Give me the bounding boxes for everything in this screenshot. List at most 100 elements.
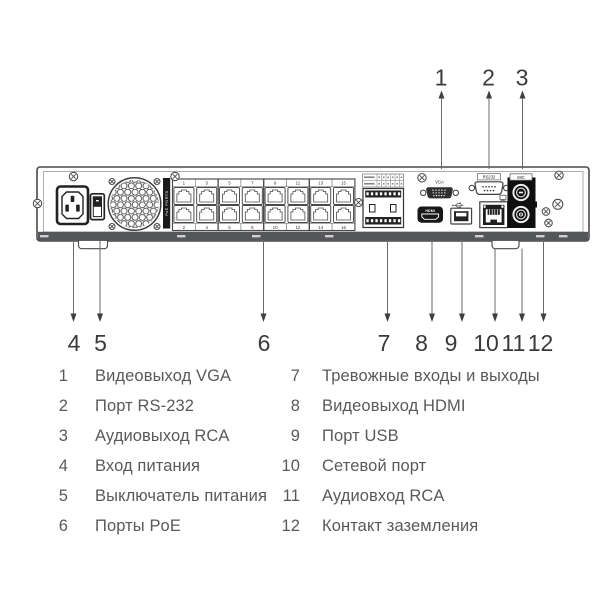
screw xyxy=(108,177,116,186)
ground-contact xyxy=(541,207,553,228)
callout-number-12: 12 xyxy=(528,330,554,356)
callout-8: 8 xyxy=(415,240,435,356)
network-port xyxy=(479,194,509,229)
rca-audio-in xyxy=(512,205,530,224)
legend-item-3: 3 Аудиовыход RCA xyxy=(0,421,267,451)
poe-ports-label: PoE PORTS xyxy=(164,191,169,216)
legend-number: 7 xyxy=(290,367,300,385)
hdmi-label: HDMI xyxy=(425,209,435,213)
legend-item-12: 12 Контакт заземления xyxy=(262,511,540,541)
mic-label: MIC xyxy=(517,175,525,180)
callout-11: 11 xyxy=(502,248,526,356)
screw xyxy=(554,170,564,181)
callout-1: 1 xyxy=(435,65,448,169)
svg-text:10: 10 xyxy=(273,225,278,230)
screw xyxy=(153,222,161,231)
svg-text:15: 15 xyxy=(341,181,346,186)
vga-pins xyxy=(432,189,446,197)
callout-number-9: 9 xyxy=(445,330,458,356)
screw xyxy=(68,171,79,182)
legend-number: 3 xyxy=(58,427,68,445)
legend-number: 6 xyxy=(58,517,68,535)
poe-ports xyxy=(173,187,354,223)
alarm-terminal-block xyxy=(362,173,405,229)
legend-label: Видеовыход VGA xyxy=(95,367,232,385)
svg-text:7: 7 xyxy=(251,181,254,186)
screw xyxy=(353,197,364,208)
callout-9: 9 xyxy=(445,240,465,356)
callout-number-7: 7 xyxy=(378,330,391,356)
vga-label: VGA xyxy=(435,180,444,185)
callout-number-4: 4 xyxy=(68,330,81,356)
legend-item-8: 8 Видеовыход HDMI xyxy=(262,391,540,421)
callout-number-10: 10 xyxy=(473,330,499,356)
legend-label: Контакт заземления xyxy=(322,517,479,535)
poe-ports-label-strip xyxy=(163,178,171,229)
callout-number-1: 1 xyxy=(435,65,448,91)
svg-text:9: 9 xyxy=(274,181,277,186)
legend-item-1: 1 Видеовыход VGA xyxy=(0,361,267,391)
callout-number-5: 5 xyxy=(94,330,107,356)
legend-number: 2 xyxy=(58,397,68,415)
svg-text:14: 14 xyxy=(318,225,323,230)
rs232-pins xyxy=(482,186,496,192)
bottom-rail xyxy=(38,231,588,241)
cooling-fan xyxy=(107,176,162,232)
terminal-screws xyxy=(366,192,401,223)
vga-port: VGA xyxy=(420,180,459,199)
callout-3: 3 xyxy=(516,65,529,169)
svg-text:6: 6 xyxy=(228,225,231,230)
power-switch xyxy=(89,192,106,221)
callout-number-11: 11 xyxy=(502,330,526,356)
lan-icon xyxy=(499,194,507,202)
legend-number: 9 xyxy=(290,427,300,445)
rs232-label: RS232 xyxy=(483,175,496,180)
callout-number-2: 2 xyxy=(482,65,495,91)
legend-number: 8 xyxy=(290,397,300,415)
svg-text:4: 4 xyxy=(205,225,208,230)
screw xyxy=(108,222,116,231)
screw xyxy=(153,177,161,186)
ground-screw xyxy=(541,207,551,216)
callout-number-6: 6 xyxy=(258,330,271,356)
callout-7: 7 xyxy=(378,240,391,356)
callout-5: 5 xyxy=(94,240,107,356)
legend-number: 10 xyxy=(281,457,300,475)
legend-label: Видеовыход HDMI xyxy=(322,397,466,415)
callout-number-3: 3 xyxy=(516,65,529,91)
legend-label: Вход питания xyxy=(95,457,201,475)
usb-port xyxy=(450,202,473,225)
svg-text:13: 13 xyxy=(318,181,323,186)
legend-number: 1 xyxy=(58,367,68,385)
legend-number: 12 xyxy=(281,517,300,535)
terminal-label-marks xyxy=(364,176,403,185)
screw xyxy=(32,198,43,209)
legend-label: Сетевой порт xyxy=(322,457,427,475)
rca-audio-out xyxy=(512,183,530,202)
power-inlet xyxy=(55,185,90,226)
usb-icon xyxy=(452,202,464,208)
ground-screw xyxy=(544,218,553,228)
legend-column-right: 7 Тревожные входы и выходы 8 Видеовыход HD… xyxy=(262,361,540,541)
callout-2: 2 xyxy=(482,65,495,169)
hdmi-port: HDMI xyxy=(417,206,443,223)
svg-text:12: 12 xyxy=(295,225,300,230)
legend-label: Выключатель питания xyxy=(95,487,267,505)
svg-text:1: 1 xyxy=(183,181,186,186)
svg-text:11: 11 xyxy=(296,181,301,186)
svg-text:16: 16 xyxy=(341,225,346,230)
legend-item-7: 7 Тревожные входы и выходы xyxy=(262,361,540,391)
legend-label: Аудиовыход RCA xyxy=(95,427,230,445)
legend-label: Тревожные входы и выходы xyxy=(322,367,540,385)
callout-4: 4 xyxy=(68,240,81,356)
